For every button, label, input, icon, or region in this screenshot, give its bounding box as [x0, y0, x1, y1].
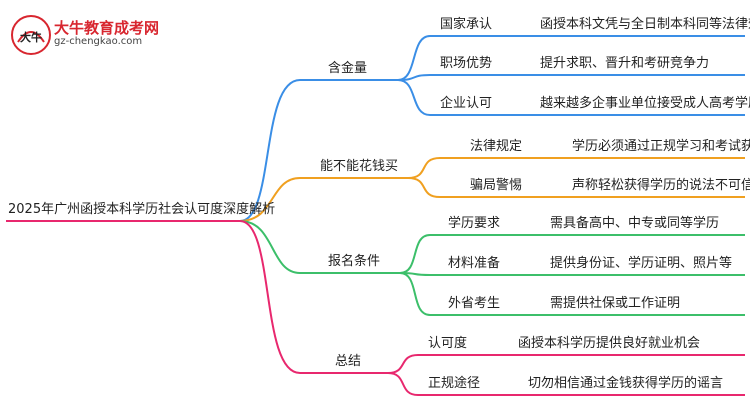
- node-label: 学历要求: [448, 216, 501, 231]
- connector-branch-1: [239, 79, 301, 222]
- node-detail: 函授本科文凭与全日制本科同等法律效力: [540, 17, 750, 32]
- node-label: 材料准备: [448, 256, 501, 271]
- node-label: 骗局警惕: [470, 178, 523, 193]
- branch-label-summary: 总结: [335, 354, 362, 369]
- branch-label-requirements: 报名条件: [328, 254, 381, 269]
- site-logo: 大牛 大牛教育成考网 gz-chengkao.com: [10, 14, 180, 55]
- connector-branch-3: [239, 220, 301, 274]
- node-detail: 提升求职、晋升和考研竞争力: [540, 56, 710, 71]
- node-detail: 越来越多企事业单位接受成人高考学历: [540, 96, 750, 111]
- node-label: 职场优势: [440, 56, 493, 71]
- node-detail: 函授本科学历提供良好就业机会: [518, 336, 701, 351]
- node-detail: 切勿相信通过金钱获得学历的谣言: [528, 376, 724, 391]
- node-detail: 需具备高中、中专或同等学历: [550, 216, 720, 231]
- node-label: 外省考生: [448, 296, 501, 311]
- node-detail: 学历必须通过正规学习和考试获得: [572, 139, 750, 154]
- logo-url: gz-chengkao.com: [54, 36, 143, 47]
- logo-title: 大牛教育成考网: [54, 19, 160, 37]
- node-label: 正规途径: [428, 376, 481, 391]
- connector-branch-2: [239, 177, 301, 222]
- node-detail: 声称轻松获得学历的说法不可信: [572, 178, 750, 193]
- node-label: 国家承认: [440, 17, 493, 32]
- node-label: 认可度: [428, 336, 468, 351]
- logo-mark-icon: 大牛: [11, 15, 51, 55]
- root-topic: 2025年广州函授本科学历社会认可度深度解析: [8, 202, 276, 217]
- node-label: 企业认可: [440, 96, 493, 111]
- node-detail: 提供身份证、学历证明、照片等: [550, 256, 733, 271]
- branch-label-buy: 能不能花钱买: [320, 159, 399, 174]
- node-label: 法律规定: [470, 139, 523, 154]
- connector-branch-4: [239, 220, 301, 374]
- logo-mark-text: 大牛: [20, 30, 42, 44]
- branch-label-value: 含金量: [328, 61, 368, 76]
- node-detail: 需提供社保或工作证明: [550, 296, 681, 311]
